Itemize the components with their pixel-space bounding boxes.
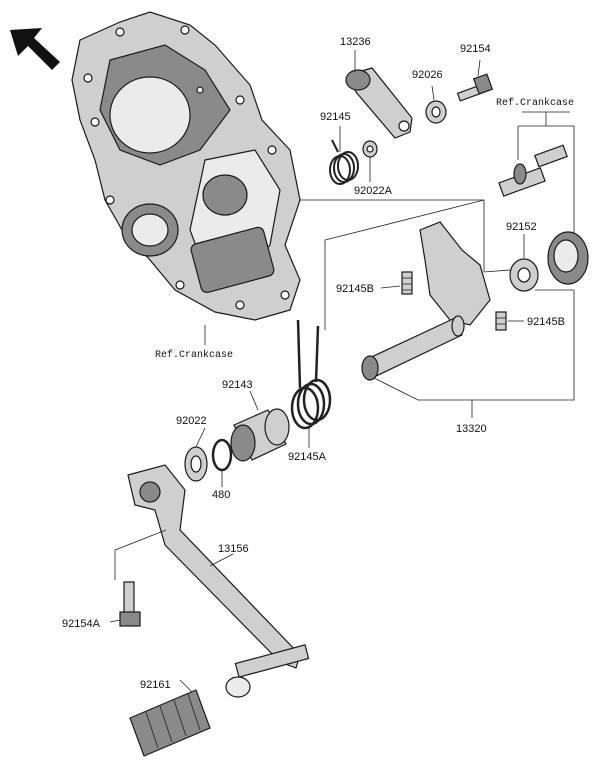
- part-92152-collar: [509, 258, 539, 292]
- part-13236-lever: [345, 67, 413, 139]
- part-92145A-spring: [290, 319, 332, 430]
- part-92161-rubber: [129, 689, 211, 757]
- part-92022-washer: [184, 446, 208, 482]
- arrow-up-left-icon: [10, 28, 60, 70]
- label-13236: 13236: [340, 36, 371, 48]
- part-92143-collar: [230, 408, 290, 462]
- part-92154A-bolt: [119, 581, 141, 627]
- part-92022A-washer: [362, 140, 378, 158]
- leader-lines: [109, 50, 575, 693]
- label-ref-crankcase-top: Ref.Crankcase: [496, 97, 574, 109]
- part-92145-spring: [329, 139, 359, 185]
- label-92161: 92161: [140, 679, 171, 691]
- label-13320: 13320: [456, 423, 487, 435]
- label-92022: 92022: [176, 415, 207, 427]
- part-stud: [498, 144, 568, 197]
- label-13156: 13156: [218, 543, 249, 555]
- part-92026-collar: [425, 100, 447, 124]
- label-92026: 92026: [412, 69, 443, 81]
- label-92152: 92152: [506, 221, 537, 233]
- label-92154: 92154: [460, 43, 491, 55]
- label-92145A: 92145A: [288, 451, 327, 463]
- part-92154-bolt: [456, 73, 494, 102]
- part-92145B-spring-left: [401, 271, 413, 295]
- label-92145: 92145: [320, 111, 351, 123]
- part-13156-shift-pedal: [127, 464, 310, 698]
- part-13320-shift-shaft: [361, 221, 491, 381]
- crankcase-part: [71, 11, 301, 321]
- label-92145B-left: 92145B: [336, 283, 374, 295]
- label-92154A: 92154A: [62, 618, 101, 630]
- label-92143: 92143: [222, 379, 253, 391]
- label-ref-crankcase-bottom: Ref.Crankcase: [155, 349, 233, 361]
- part-needle-bearing: [547, 231, 589, 285]
- part-480-circlip: [211, 438, 233, 472]
- label-92022A: 92022A: [354, 185, 393, 197]
- part-92145B-spring-right: [495, 311, 507, 331]
- label-92145B-right: 92145B: [527, 316, 565, 328]
- label-480: 480: [212, 489, 230, 501]
